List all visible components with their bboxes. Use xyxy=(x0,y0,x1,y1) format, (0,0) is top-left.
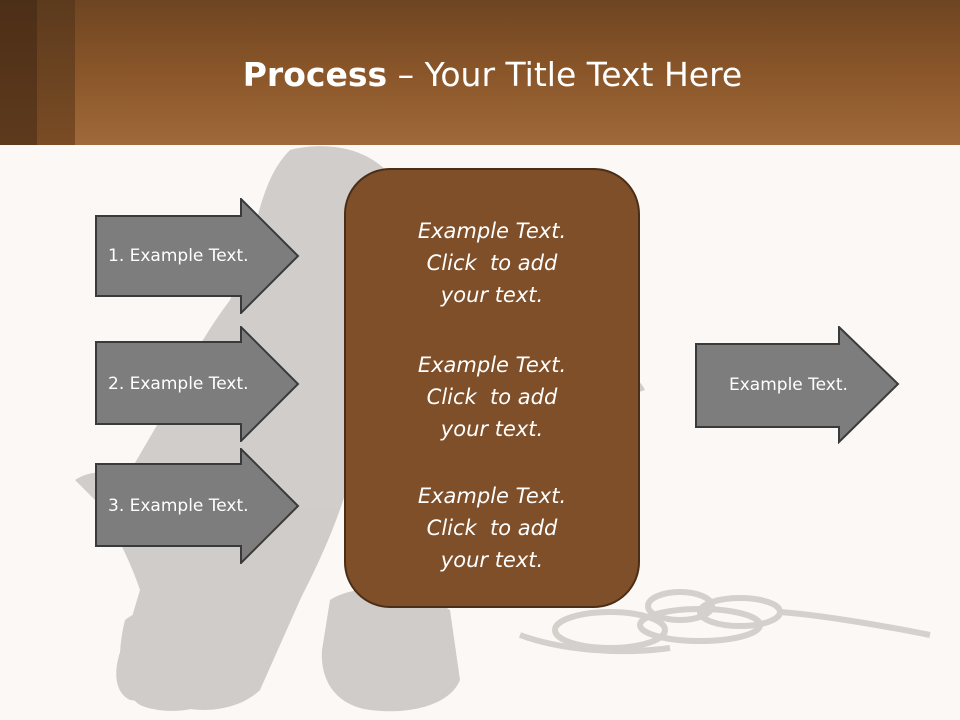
center-paragraph-3: Example Text. Click to add your text. xyxy=(417,484,567,572)
output-arrow[interactable]: Example Text. xyxy=(695,326,900,444)
center-paragraph-2: Example Text. Click to add your text. xyxy=(417,353,567,441)
slide-title-rest: – Your Title Text Here xyxy=(387,55,743,94)
process-arrow-3[interactable]: 3. Example Text. xyxy=(95,448,300,564)
header-banner xyxy=(0,0,960,145)
slide-title-bold: Process xyxy=(242,55,388,94)
arrow-shape-3 xyxy=(95,448,300,564)
process-arrow-3-label: 3. Example Text. xyxy=(108,496,249,516)
output-arrow-label: Example Text. xyxy=(729,375,848,395)
process-arrow-1-label: 1. Example Text. xyxy=(108,246,249,266)
center-text-box[interactable]: Example Text. Click to add your text. Ex… xyxy=(344,168,640,608)
center-paragraph-1: Example Text. Click to add your text. xyxy=(417,219,567,307)
process-arrow-2-label: 2. Example Text. xyxy=(108,374,249,394)
arrow-shape-2 xyxy=(95,326,300,442)
header-accent-strip-2 xyxy=(37,0,75,145)
process-arrow-1[interactable]: 1. Example Text. xyxy=(95,198,300,314)
output-arrow-shape xyxy=(695,326,900,444)
header-accent-strip xyxy=(0,0,37,145)
slide-title[interactable]: Process – Your Title Text Here xyxy=(0,52,960,98)
arrow-shape-1 xyxy=(95,198,300,314)
process-arrow-2[interactable]: 2. Example Text. xyxy=(95,326,300,442)
